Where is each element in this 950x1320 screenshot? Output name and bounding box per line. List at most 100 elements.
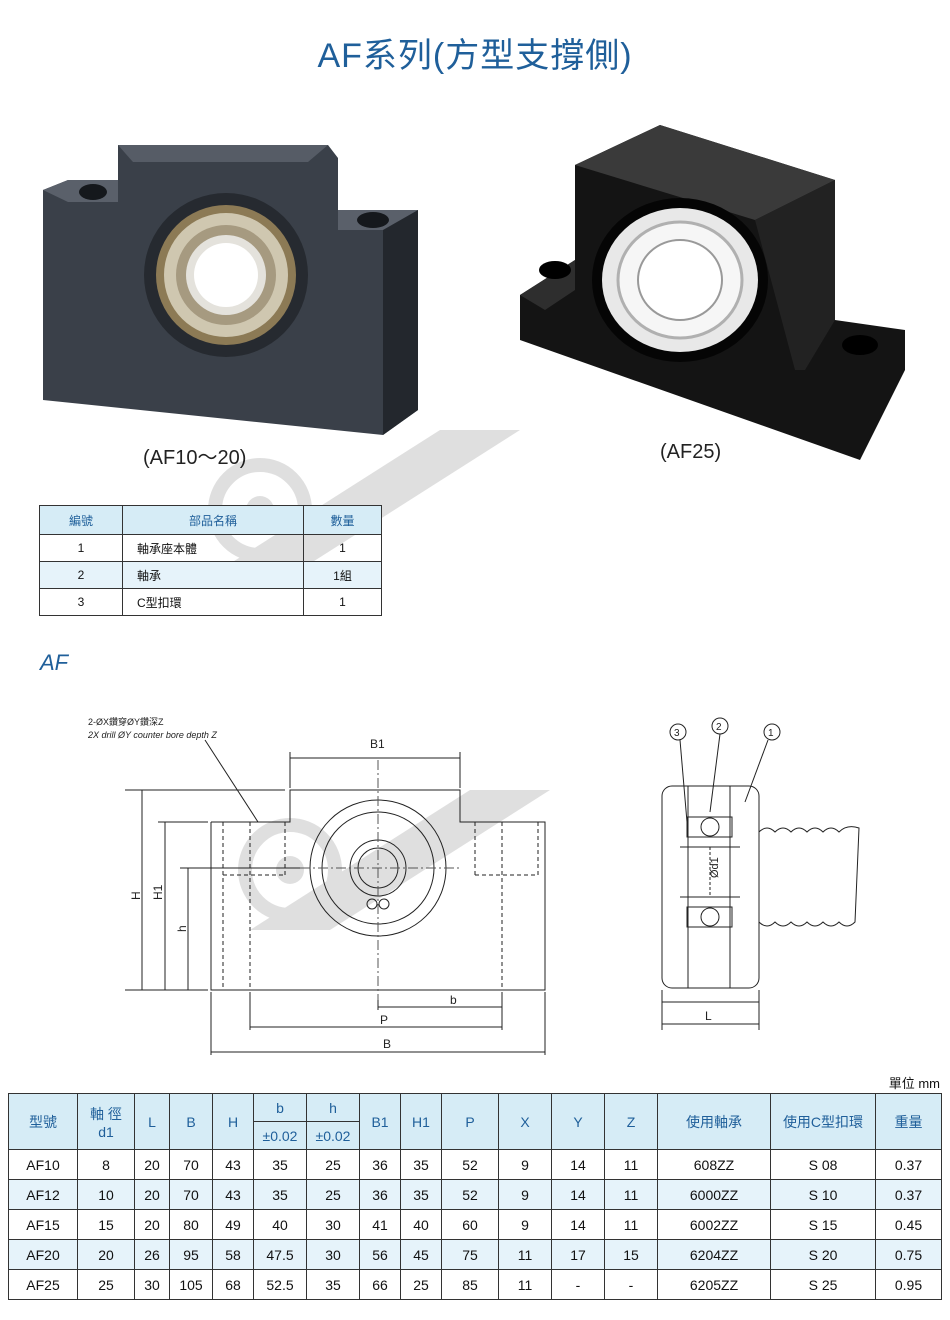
spec-cell: 85	[441, 1269, 499, 1300]
parts-table: 編號 部品名稱 數量 1 軸承座本體 1 2 軸承 1組 3 C型扣環 1	[39, 505, 382, 616]
spec-cell: 35	[306, 1269, 360, 1300]
spec-header-d1: d1	[98, 1123, 114, 1140]
spec-cell: 80	[169, 1209, 213, 1240]
spec-cell: 49	[212, 1209, 254, 1240]
spec-cell: AF20	[8, 1239, 78, 1270]
caption-af10-20: (AF10～20)	[143, 447, 247, 469]
spec-header-model: 型號	[8, 1093, 78, 1150]
spec-cell: AF10	[8, 1149, 78, 1180]
spec-cell: 20	[134, 1149, 170, 1180]
parts-cell: 2	[39, 561, 123, 589]
spec-cell: 15	[77, 1209, 135, 1240]
spec-cell: 20	[77, 1239, 135, 1270]
parts-header-name: 部品名稱	[122, 505, 304, 535]
spec-cell: 9	[498, 1179, 552, 1210]
spec-header-clip: 使用C型扣環	[770, 1093, 876, 1150]
dim-p: P	[380, 1013, 388, 1027]
spec-header-shaft-label: 軸 徑	[90, 1105, 122, 1122]
spec-cell: 14	[551, 1179, 605, 1210]
spec-cell: 75	[441, 1239, 499, 1270]
spec-cell: 95	[169, 1239, 213, 1270]
spec-cell: 9	[498, 1209, 552, 1240]
parts-header-qty: 數量	[303, 505, 382, 535]
spec-header-h1: H1	[400, 1093, 442, 1150]
spec-header-z: Z	[604, 1093, 658, 1150]
spec-header-b: B	[169, 1093, 213, 1150]
spec-cell: AF25	[8, 1269, 78, 1300]
callout-3: 3	[674, 728, 680, 739]
dim-b-total: B	[383, 1037, 391, 1051]
spec-cell: 14	[551, 1209, 605, 1240]
af25-photo	[520, 125, 905, 460]
spec-cell: 11	[604, 1209, 658, 1240]
spec-cell: 43	[212, 1149, 254, 1180]
caption-af25: (AF25)	[660, 441, 722, 463]
parts-cell: 軸承座本體	[122, 534, 304, 562]
drawing-note-cn: 2-ØX鑽穿ØY鑽深Z	[88, 716, 164, 727]
parts-cell: 軸承	[122, 561, 304, 589]
dim-h-small: h	[175, 925, 189, 932]
spec-cell: 45	[400, 1239, 442, 1270]
spec-cell: 70	[169, 1149, 213, 1180]
spec-header-bearing: 使用軸承	[657, 1093, 771, 1150]
spec-cell: 36	[359, 1179, 401, 1210]
spec-header-y: Y	[551, 1093, 605, 1150]
spec-header-h-small: h	[306, 1093, 360, 1122]
callout-2: 2	[716, 722, 722, 733]
spec-cell: S 25	[770, 1269, 876, 1300]
spec-cell: 105	[169, 1269, 213, 1300]
spec-cell: 30	[306, 1209, 360, 1240]
spec-cell: 6000ZZ	[657, 1179, 771, 1210]
page-title: AF系列(方型支撐側)	[317, 37, 633, 75]
spec-header-b1: B1	[359, 1093, 401, 1150]
spec-cell: 40	[253, 1209, 307, 1240]
spec-cell: 25	[306, 1149, 360, 1180]
spec-cell: 43	[212, 1179, 254, 1210]
front-view-drawing: B1 H H1 h b P B 2-ØX鑽穿ØY鑽深Z 2X drill ØY …	[87, 716, 546, 1055]
spec-cell: 608ZZ	[657, 1149, 771, 1180]
spec-cell: 56	[359, 1239, 401, 1270]
dim-h1: H1	[151, 884, 165, 900]
spec-cell: 60	[441, 1209, 499, 1240]
dim-d1: Ød1	[709, 857, 721, 878]
spec-cell: 35	[253, 1149, 307, 1180]
parts-cell: 3	[39, 588, 123, 616]
spec-header-b-tol: ±0.02	[253, 1121, 307, 1150]
parts-cell: C型扣環	[122, 588, 304, 616]
spec-header-p: P	[441, 1093, 499, 1150]
spec-cell: 66	[359, 1269, 401, 1300]
dim-b: b	[450, 993, 457, 1007]
unit-label: 單位 mm	[888, 1076, 940, 1091]
spec-cell: 10	[77, 1179, 135, 1210]
spec-cell: 20	[134, 1179, 170, 1210]
spec-cell: 30	[134, 1269, 170, 1300]
spec-header-weight: 重量	[875, 1093, 942, 1150]
spec-header-h: H	[212, 1093, 254, 1150]
spec-header-l: L	[134, 1093, 170, 1150]
spec-cell: 68	[212, 1269, 254, 1300]
spec-cell: 47.5	[253, 1239, 307, 1270]
spec-cell: 25	[400, 1269, 442, 1300]
parts-cell: 1	[39, 534, 123, 562]
parts-cell: 1	[303, 534, 382, 562]
table-row: 2 軸承 1組	[39, 561, 382, 589]
spec-cell: -	[551, 1269, 605, 1300]
spec-cell: 52	[441, 1179, 499, 1210]
spec-cell: 35	[253, 1179, 307, 1210]
spec-cell: S 08	[770, 1149, 876, 1180]
dim-h: H	[129, 891, 143, 900]
spec-cell: 6002ZZ	[657, 1209, 771, 1240]
spec-cell: 14	[551, 1149, 605, 1180]
table-row: 1 軸承座本體 1	[39, 534, 382, 562]
parts-header-no: 編號	[39, 505, 123, 535]
spec-cell: 0.37	[875, 1149, 942, 1180]
spec-cell: 20	[134, 1209, 170, 1240]
drawing-note-en: 2X drill ØY counter bore depth Z	[87, 730, 217, 740]
spec-cell: 11	[498, 1239, 552, 1270]
spec-cell: 17	[551, 1239, 605, 1270]
spec-cell: 0.45	[875, 1209, 942, 1240]
spec-cell: S 15	[770, 1209, 876, 1240]
